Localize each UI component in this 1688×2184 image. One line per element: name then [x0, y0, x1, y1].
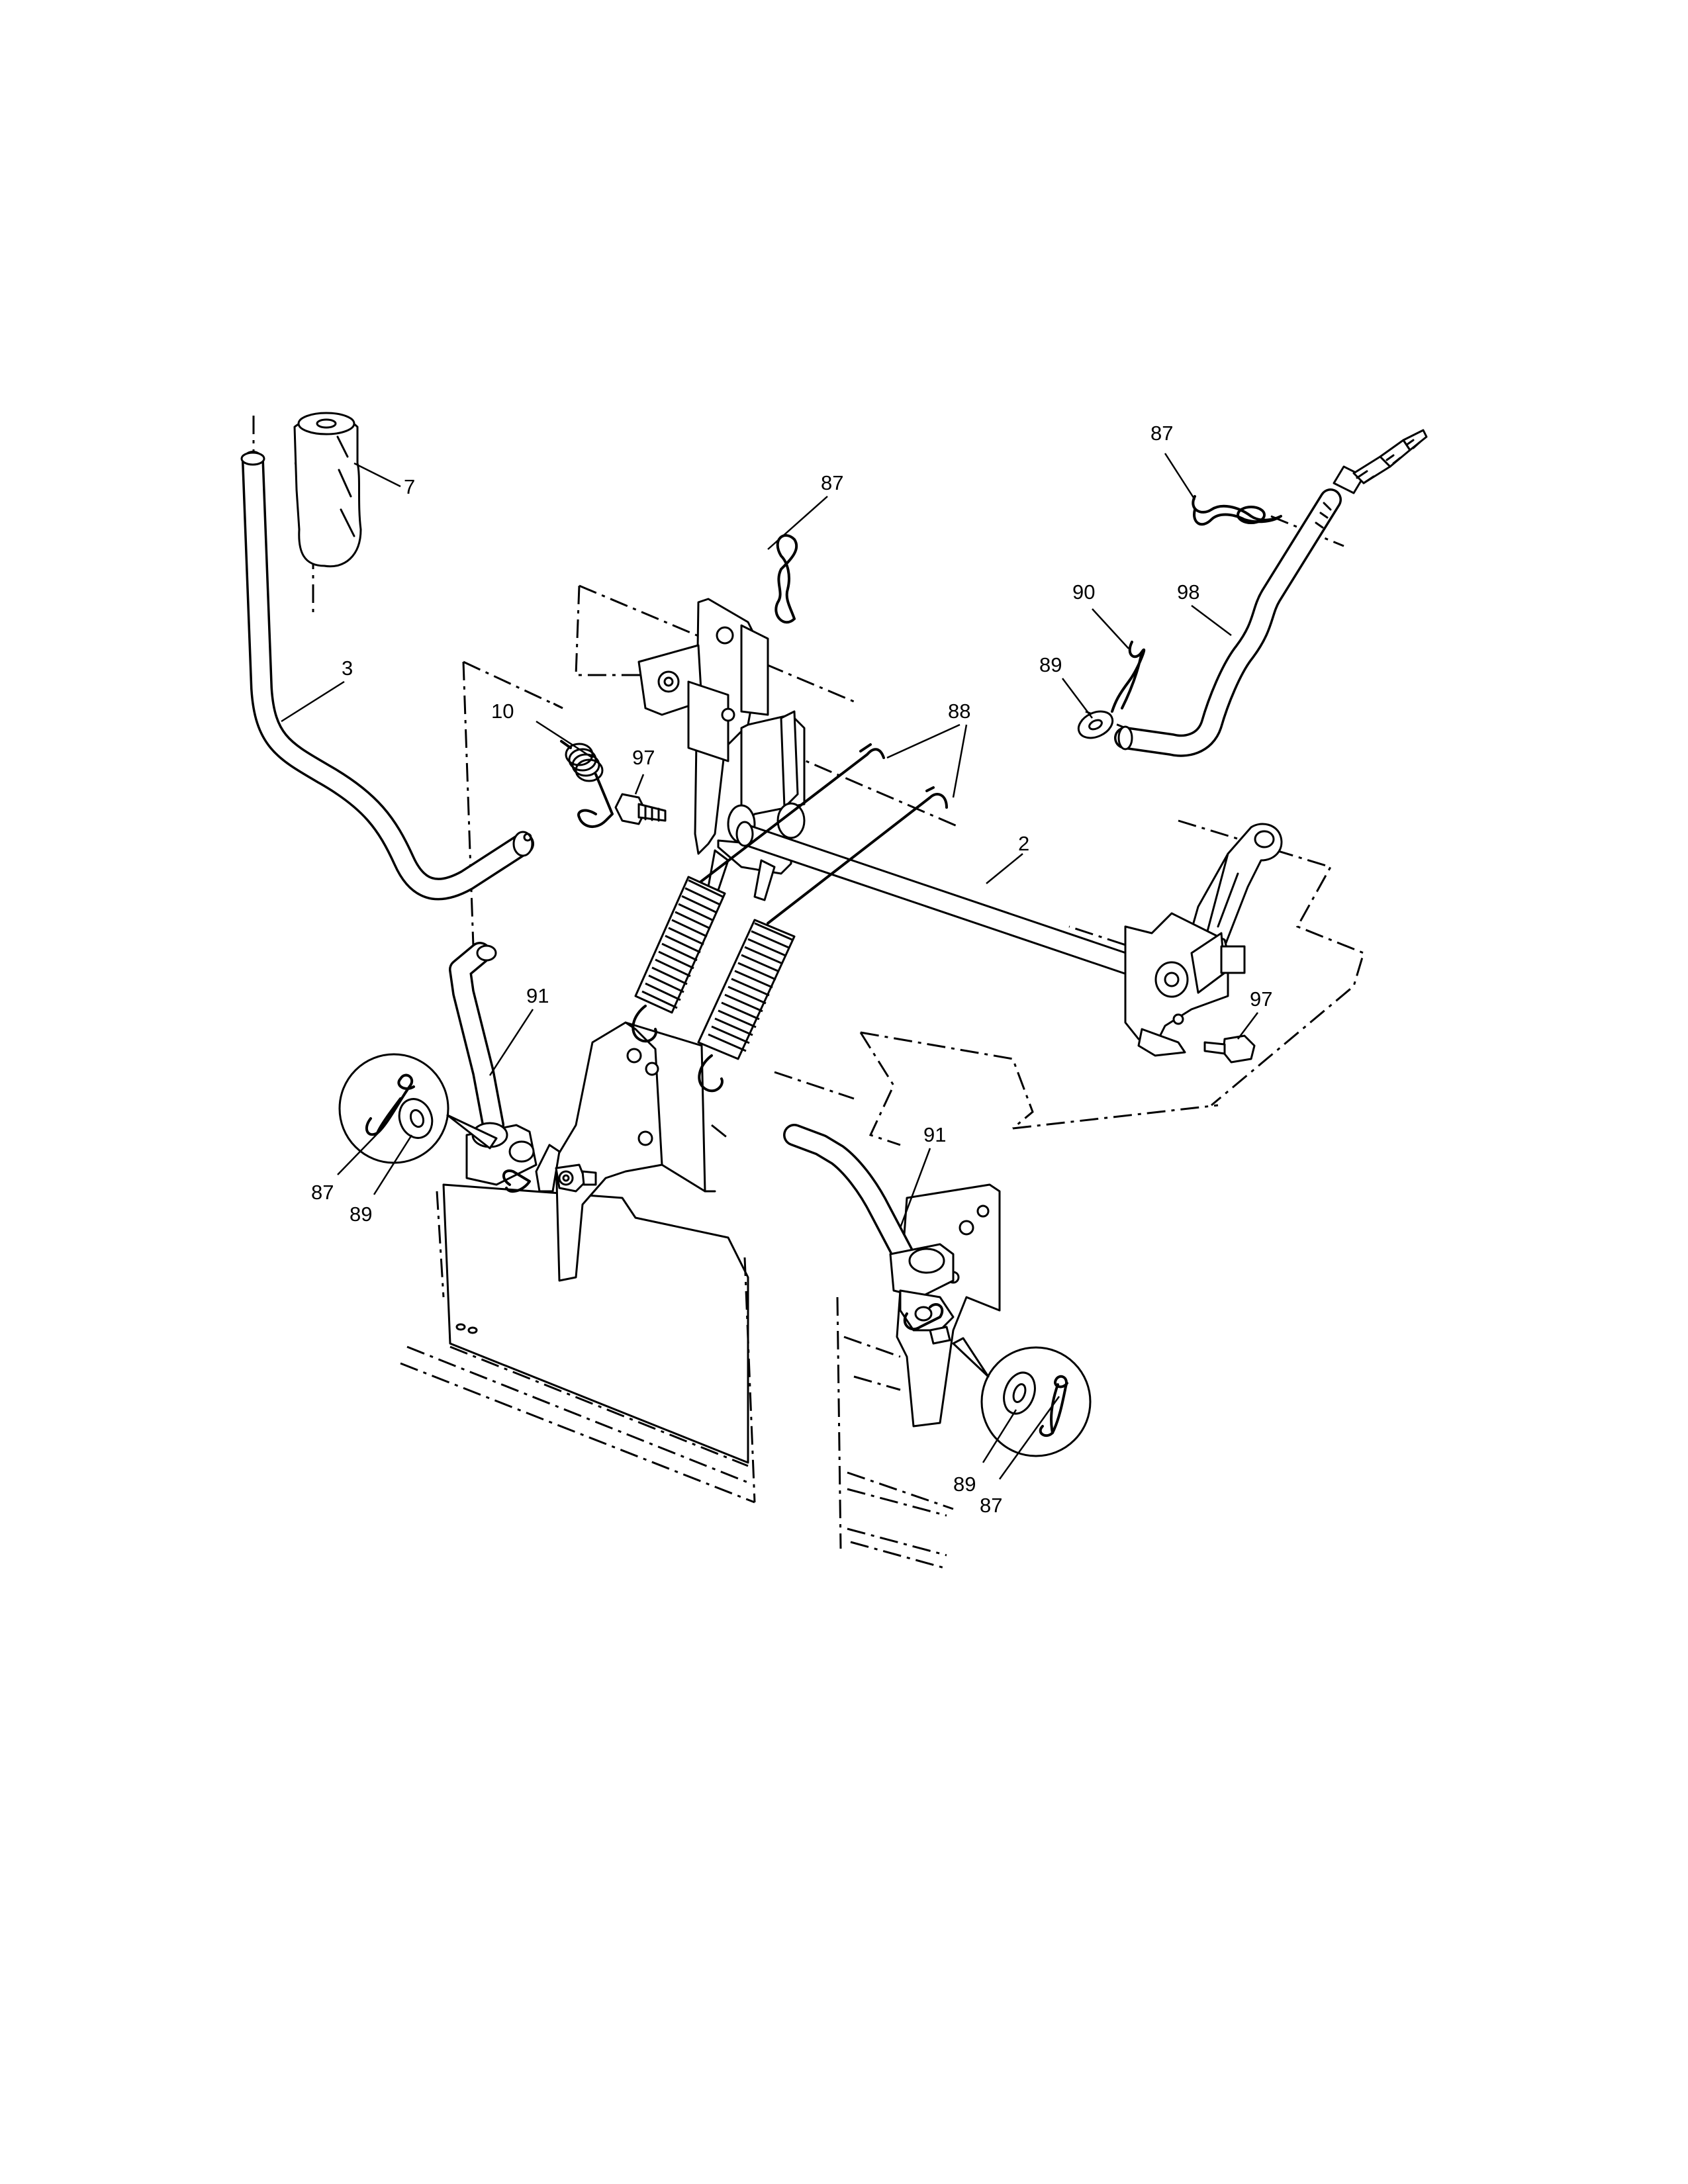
callout-98: 98: [1177, 580, 1199, 604]
callout-89-left-detail: 89: [350, 1203, 372, 1226]
callout-87-left-detail: 87: [311, 1181, 334, 1204]
callout-88: 88: [948, 700, 970, 723]
callout-87-right-detail: 87: [980, 1494, 1002, 1517]
spring-a: [632, 876, 726, 1043]
bolt-part-97-left: [614, 793, 667, 825]
callout-97-right: 97: [1250, 987, 1272, 1011]
callout-87-right: 87: [1150, 422, 1173, 445]
lift-shaft-part-2: [735, 821, 1176, 991]
callout-labels: 7 3 87 87 10 97 88 90 98 89 2 97 91 91 8…: [311, 422, 1272, 1517]
handle-grip-part-7: [293, 412, 362, 568]
detail-circle-right: [952, 1337, 1092, 1457]
right-lift-arm: [1124, 823, 1283, 1057]
callout-89-right: 89: [1039, 653, 1062, 676]
center-mount-bracket: [637, 598, 806, 901]
washer-part-89-right: [1077, 710, 1114, 739]
callout-89-right-detail: 89: [953, 1473, 976, 1496]
phantom-lines: [252, 416, 1365, 1146]
hairpin-clip-part-87-right: [1192, 495, 1282, 526]
callout-7: 7: [404, 475, 415, 498]
callout-91-right: 91: [923, 1123, 946, 1146]
left-deck-outline: [400, 1183, 756, 1504]
right-deck-outline: [836, 1297, 954, 1570]
spring-b: [697, 919, 796, 1093]
hairpin-clip-part-87-top: [774, 534, 798, 624]
callout-97-left: 97: [632, 746, 655, 769]
callout-3: 3: [342, 657, 353, 680]
leader-lines: [281, 453, 1258, 1480]
callout-91-left: 91: [526, 984, 549, 1007]
detail-circle-left: [338, 1053, 498, 1164]
callout-87-top: 87: [821, 471, 843, 494]
torsion-spring-part-10: [560, 740, 614, 828]
left-deck-bracket: [555, 1021, 729, 1282]
extension-springs-part-88: [632, 743, 948, 1093]
lift-link-part-91-left: [449, 942, 597, 1193]
right-deck-bracket: [896, 1183, 1001, 1428]
callout-2: 2: [1018, 832, 1029, 855]
bolt-part-97-right: [1203, 1034, 1256, 1064]
lift-rod-part-98: [1114, 429, 1428, 757]
hairpin-clip-part-90: [1111, 641, 1146, 713]
lift-handle-part-3: [240, 451, 534, 901]
lift-link-part-91-right: [783, 1124, 955, 1345]
callout-10: 10: [491, 700, 514, 723]
callout-90: 90: [1072, 580, 1095, 604]
